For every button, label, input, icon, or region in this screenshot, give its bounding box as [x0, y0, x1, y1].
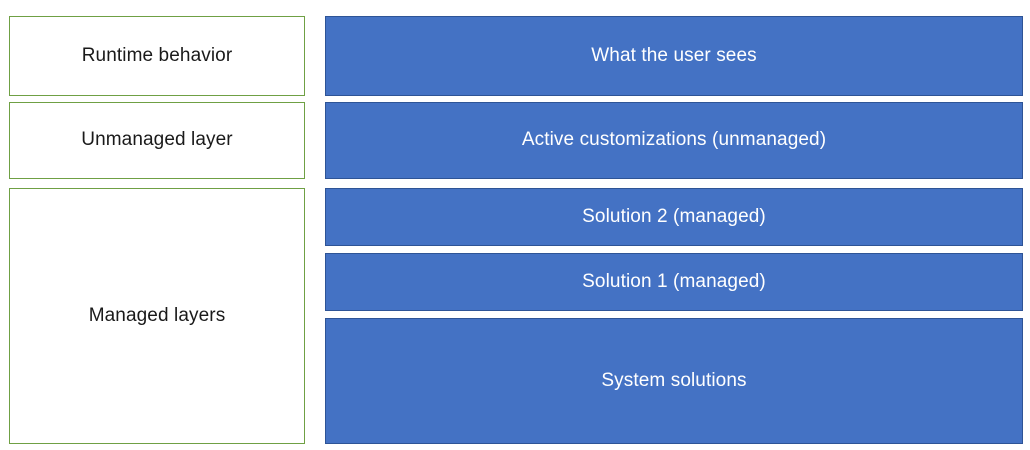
stack-bar-what-the-user-sees: What the user sees [325, 16, 1023, 96]
stack-bar-active-customizations-unmanaged: Active customizations (unmanaged) [325, 102, 1023, 179]
category-box-unmanaged-layer: Unmanaged layer [9, 102, 305, 179]
stack-label-active-customizations-unmanaged: Active customizations (unmanaged) [521, 129, 827, 151]
category-box-managed-layers: Managed layers [9, 188, 305, 444]
stack-bar-solution-2-managed: Solution 2 (managed) [325, 188, 1023, 246]
stack-label-what-the-user-sees: What the user sees [591, 44, 757, 66]
category-label-unmanaged-layer: Unmanaged layer [81, 129, 233, 151]
stack-label-solution-2-managed: Solution 2 (managed) [582, 205, 766, 227]
stack-label-system-solutions: System solutions [601, 369, 747, 391]
category-label-runtime-behavior: Runtime behavior [81, 44, 233, 66]
stack-label-solution-1-managed: Solution 1 (managed) [582, 270, 766, 292]
category-label-managed-layers: Managed layers [88, 304, 226, 326]
stack-bar-system-solutions: System solutions [325, 318, 1023, 444]
stack-bar-solution-1-managed: Solution 1 (managed) [325, 253, 1023, 311]
category-box-runtime-behavior: Runtime behavior [9, 16, 305, 96]
